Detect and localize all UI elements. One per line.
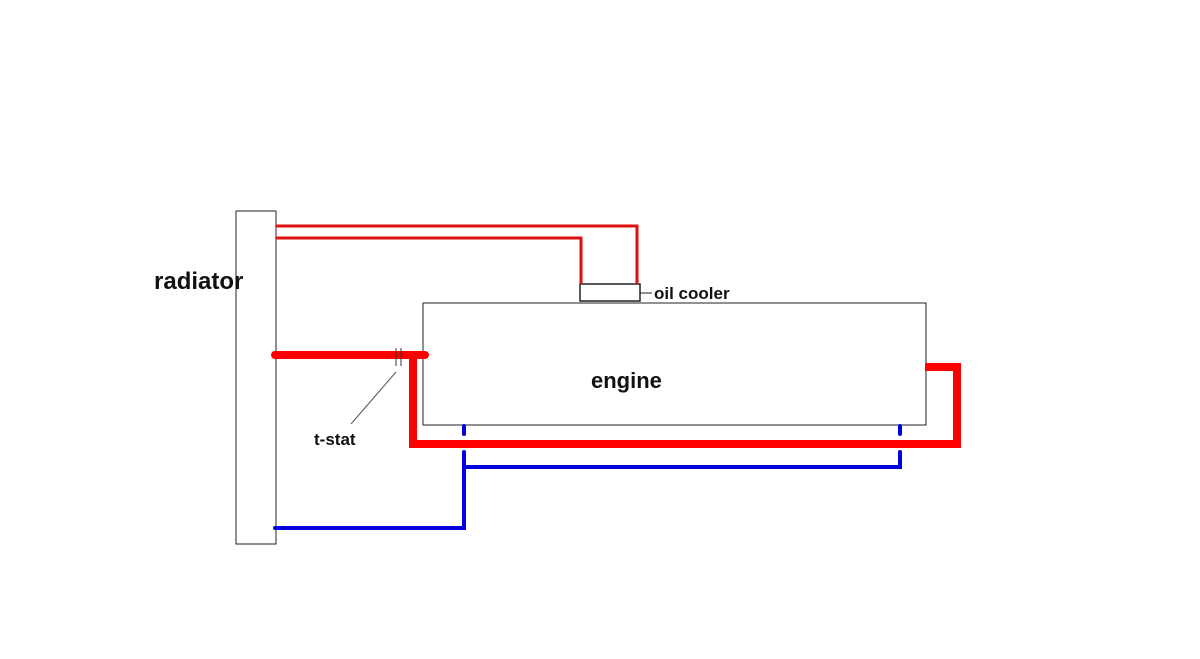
engine-box: [422, 302, 927, 426]
engine-label: engine: [591, 368, 662, 393]
oil-cooler-box: [579, 283, 641, 302]
thermostat-label: t-stat: [314, 430, 356, 449]
oil-cooler-feed-line: [276, 224, 639, 284]
engine-cold-manifold-line: [462, 450, 902, 469]
radiator-label: radiator: [154, 268, 243, 295]
radiator-box: [235, 210, 277, 545]
oil-cooler-return-line: [276, 236, 583, 284]
engine-hot-loop-line: [409, 355, 961, 448]
thermostat-leader: [350, 371, 397, 425]
radiator-cold-outlet-line: [273, 450, 466, 530]
oil-cooler-label: oil cooler: [654, 284, 730, 303]
